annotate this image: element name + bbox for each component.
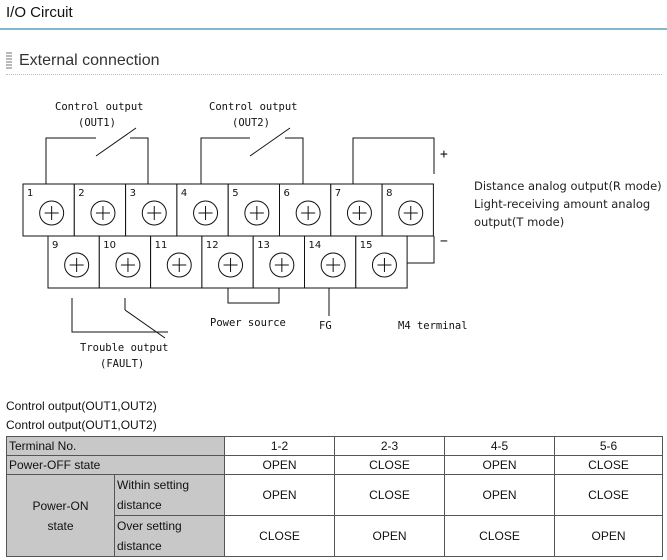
- table-cell: OPEN: [334, 515, 446, 557]
- row-label-over: Over setting distance: [113, 515, 226, 557]
- label-trouble-output: Trouble output: [80, 342, 169, 354]
- label-analog-1: Distance analog output(R mode): [474, 179, 662, 193]
- terminal-bottom-10: 10: [98, 235, 152, 289]
- wiring-diagram: Control output (OUT1) Control output (OU…: [22, 101, 662, 370]
- section-marker-icon: [6, 52, 12, 70]
- table-cell: OPEN: [224, 455, 336, 475]
- terminal-number: 4: [181, 188, 187, 199]
- terminal-number: 12: [206, 240, 219, 251]
- table-cell: CLOSE: [334, 474, 446, 516]
- terminal-number: 9: [52, 240, 58, 251]
- label-analog-2: Light-receiving amount analog: [474, 197, 650, 211]
- terminal-number: 11: [155, 240, 168, 251]
- table-cell: OPEN: [224, 474, 336, 516]
- table-cell: OPEN: [554, 515, 664, 557]
- table-cell: CLOSE: [444, 515, 556, 557]
- terminal-bottom-9: 9: [47, 235, 100, 289]
- terminal-top-6: 6: [279, 183, 332, 237]
- terminal-number: 2: [78, 188, 84, 199]
- terminal-number: 13: [257, 240, 270, 251]
- terminal-number: 14: [309, 240, 322, 251]
- table-cell: CLOSE: [334, 455, 446, 475]
- terminal-number: 5: [232, 188, 238, 199]
- terminal-number: 3: [130, 188, 136, 199]
- row-label-power-off: Power-OFF state: [5, 455, 226, 475]
- terminal-bottom-14: 14: [304, 235, 357, 289]
- terminal-bottom-13: 13: [252, 235, 305, 289]
- terminal-number: 8: [386, 188, 392, 199]
- section-divider: [6, 74, 662, 75]
- page-title: I/O Circuit: [6, 4, 73, 21]
- section-header: External connection: [6, 50, 662, 75]
- terminal-number: 1: [27, 188, 33, 199]
- label-control-output-1: Control output: [55, 101, 144, 113]
- label-out1: (OUT1): [78, 117, 116, 129]
- terminal-top-2: 2: [73, 183, 127, 237]
- terminal-bottom-12: 12: [201, 235, 254, 289]
- label-fault: (FAULT): [100, 358, 144, 370]
- wiring-lines: [45, 127, 435, 339]
- terminal-number: 7: [335, 188, 341, 199]
- terminal-top-4: 4: [176, 183, 229, 237]
- label-power-source: Power source: [210, 317, 286, 329]
- header-cell: 2-3: [334, 436, 446, 456]
- row-label-power-on: Power-ON state: [6, 474, 115, 557]
- power-on-label: Power-ON state: [32, 498, 89, 533]
- label-minus: −: [440, 234, 448, 249]
- label-plus: +: [440, 147, 448, 162]
- table-cell: CLOSE: [554, 474, 664, 516]
- header-terminal-no: Terminal No.: [5, 436, 226, 456]
- header-cell: 5-6: [554, 436, 664, 456]
- label-analog-3: output(T mode): [474, 215, 564, 229]
- table-row-power-off: Power-OFF state OPEN CLOSE OPEN CLOSE: [5, 455, 664, 475]
- header-cell: 1-2: [224, 436, 336, 456]
- label-fg: FG: [319, 320, 332, 332]
- terminal-bottom-11: 11: [150, 235, 203, 289]
- output-state-table: Terminal No. 1-2 2-3 4-5 5-6 Power-OFF s…: [5, 436, 664, 557]
- terminal-top-1: 1: [22, 183, 75, 237]
- terminal-top-7: 7: [330, 183, 383, 237]
- caption-2: Control output(OUT1,OUT2): [6, 418, 157, 432]
- caption-1: Control output(OUT1,OUT2): [6, 399, 157, 413]
- label-out2: (OUT2): [232, 117, 270, 129]
- label-control-output-2: Control output: [209, 101, 298, 113]
- terminal-top-3: 3: [125, 183, 178, 237]
- section-title: External connection: [19, 52, 160, 69]
- terminal-number: 10: [103, 240, 116, 251]
- label-m4-terminal: M4 terminal: [398, 320, 468, 332]
- table-header-row: Terminal No. 1-2 2-3 4-5 5-6: [5, 436, 664, 456]
- table-cell: CLOSE: [554, 455, 664, 475]
- row-label-within: Within setting distance: [113, 474, 226, 516]
- header-cell: 4-5: [444, 436, 556, 456]
- terminal-bottom-15: 15: [355, 235, 408, 289]
- table-cell: OPEN: [444, 455, 556, 475]
- terminal-number: 15: [360, 240, 373, 251]
- table-cell: CLOSE: [224, 515, 336, 557]
- terminal-top-5: 5: [227, 183, 280, 237]
- table-cell: OPEN: [444, 474, 556, 516]
- terminal-top-8: 8: [381, 183, 434, 237]
- table-row-within: Power-ON state Within setting distance O…: [6, 474, 664, 557]
- title-divider: [0, 28, 667, 30]
- terminal-number: 6: [284, 188, 290, 199]
- table-row-over: Over setting distance CLOSE OPEN CLOSE O…: [7, 515, 664, 557]
